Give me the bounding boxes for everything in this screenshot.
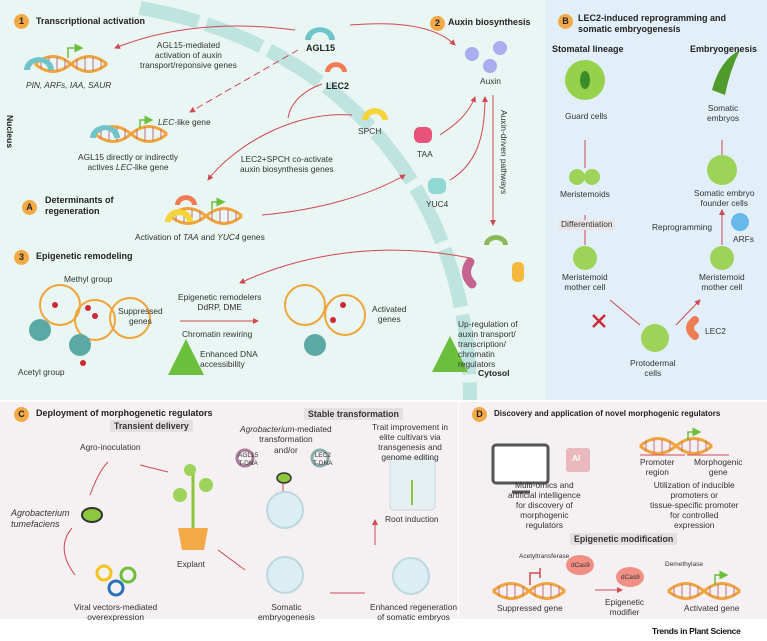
activation-taa-yuc4: Activation of TAA and YUC4 genes xyxy=(135,232,265,242)
agl15-icon xyxy=(305,27,335,40)
yuc4-label: YUC4 xyxy=(426,199,449,209)
monitor-icon xyxy=(491,443,550,485)
mmc-right-label: Meristemoid mother cell xyxy=(699,272,745,292)
stomatal-lineage-label: Stomatal lineage xyxy=(552,44,624,54)
differentiation-label: Differentiation xyxy=(559,219,615,230)
guard-cells-label: Guard cells xyxy=(565,111,608,121)
somatic-embryogenesis-label: Somatic embryogenesis xyxy=(258,602,315,622)
reprogramming-label: Reprogramming xyxy=(652,222,713,232)
methyl-group-label: Methyl group xyxy=(64,274,113,284)
explant-label: Explant xyxy=(177,559,205,569)
suppressed-genes-label: Suppressed genes xyxy=(118,306,163,326)
agro-mediated-label: Agrobacterium-mediated transformation xyxy=(240,424,332,444)
acetyltransferase-label: Acetyltransferase xyxy=(519,553,570,560)
badge-d: D xyxy=(472,407,487,422)
lec-like-gene-label: LEC-like gene xyxy=(158,117,211,127)
determinants-title: Determinants of regeneration xyxy=(45,195,114,216)
enhanced-accessibility-label: Enhanced DNA accessibility xyxy=(200,349,258,369)
viral-vectors-label: Viral vectors-mediated overexpression xyxy=(74,602,158,622)
utilization-label: Utilization of inducible promoters or ti… xyxy=(650,480,739,530)
chromatin-rewiring-label: Chromatin rewiring xyxy=(182,329,253,339)
suppressed-gene-label: Suppressed gene xyxy=(497,603,563,613)
somatic-embryos-label: Somatic embryos xyxy=(707,103,740,123)
epigenetic-modification-label: Epigenetic modification xyxy=(570,533,678,546)
lec2-icon xyxy=(325,62,347,72)
embryogenesis-label: Embryogenesis xyxy=(690,44,758,54)
lec2-tdna-label: LEC2 T-DNA xyxy=(313,452,333,467)
nucleus-cytosol-bg xyxy=(0,0,545,400)
mmc-left-label: Meristemoid mother cell xyxy=(562,272,608,292)
badge-3: 3 xyxy=(14,250,29,265)
panel-c-title: Deployment of morphogenetic regulators xyxy=(36,408,213,418)
lec2-label: LEC2 xyxy=(326,81,350,91)
morphogenic-gene-label: Morphogenic gene xyxy=(694,457,743,477)
root-induction-label: Root induction xyxy=(385,514,439,524)
somatic-embryo-icon xyxy=(712,50,740,95)
pot-icon xyxy=(178,528,208,550)
trait-improvement-label: Trait improvement in elite cultivars via… xyxy=(372,422,449,462)
demethylase-label: Demethylase xyxy=(665,561,703,568)
yuc4-protein-icon xyxy=(428,178,446,194)
enhanced-regeneration-label: Enhanced regeneration of somatic embryos xyxy=(370,602,458,622)
transcriptional-activation-title: Transcriptional activation xyxy=(36,16,146,26)
taa-protein-icon xyxy=(414,127,432,143)
cytosol-label: Cytosol xyxy=(478,368,510,378)
panel-b-title: LEC2-induced reprogramming and somatic e… xyxy=(578,13,727,34)
multiomics-label: Multi-omics and artificial intelligence … xyxy=(508,480,581,530)
epigenetic-modifier-label: Epigenetic modifier xyxy=(605,597,645,617)
dcas9-icon xyxy=(566,555,594,575)
epigenetic-remodeling-title: Epigenetic remodeling xyxy=(36,251,133,261)
co-activate-text: LEC2+SPCH co-activate auxin biosynthesis… xyxy=(240,154,334,174)
agl15-tdna-label: AGL15 T-DNA xyxy=(238,452,259,467)
transient-delivery-label: Transient delivery xyxy=(110,420,193,433)
badge-2: 2 xyxy=(430,16,445,31)
agl15-mediated-text: AGL15-mediated activation of auxin trans… xyxy=(140,40,237,70)
badge-1: 1 xyxy=(14,14,29,29)
agl15-protein-icon xyxy=(24,57,54,70)
founder-cells-label: Somatic embryo founder cells xyxy=(694,188,755,208)
acetyl-group-label: Acetyl group xyxy=(18,367,65,377)
badge-b: B xyxy=(558,14,573,29)
panel-c-bg xyxy=(0,402,458,619)
auxin-label: Auxin xyxy=(480,76,501,86)
badge-c: C xyxy=(14,407,29,422)
panel-d-title: Discovery and application of novel morph… xyxy=(494,409,721,418)
ai-chip-icon: AI xyxy=(572,453,581,463)
badge-a: A xyxy=(22,200,37,215)
nuclear-envelope xyxy=(138,1,477,401)
auxin-biosynthesis-title: Auxin biosynthesis xyxy=(448,17,531,27)
auxin-pathways-label: Auxin-driven pathways xyxy=(498,110,509,195)
lec2-b-label: LEC2 xyxy=(705,326,726,336)
stable-transformation-label: Stable transformation xyxy=(304,408,403,421)
meristemoids-label: Meristemoids xyxy=(560,189,610,199)
activated-genes-label: Activated genes xyxy=(372,304,407,324)
nucleus-label: Nucleus xyxy=(5,115,16,149)
remodelers-text: Epigenetic remodelers DdRP, DME xyxy=(178,292,262,312)
agrobacterium-label: Agrobacterium tumefaciens xyxy=(11,508,70,529)
dcas9-icon xyxy=(616,567,644,587)
spch-label: SPCH xyxy=(358,126,382,136)
agro-inoculation-label: Agro-inoculation xyxy=(80,442,141,452)
dcas9-label-1: dCas9 xyxy=(571,562,590,569)
activated-gene-label: Activated gene xyxy=(684,603,740,613)
and-or-label: and/or xyxy=(274,445,298,455)
agl15-label: AGL15 xyxy=(306,43,336,53)
promoter-region-label: Promoter region xyxy=(640,457,675,477)
protodermal-label: Protodermal cells xyxy=(630,358,676,378)
dcas9-label-2: dCas9 xyxy=(621,574,640,581)
upregulation-text: Up-regulation of auxin transport/ transc… xyxy=(458,319,518,369)
spch-icon xyxy=(362,108,388,120)
genes-list: PIN, ARFs, IAA, SAUR xyxy=(26,80,112,90)
arfs-label: ARFs xyxy=(733,234,754,244)
journal-footer: Trends in Plant Science xyxy=(652,626,741,636)
taa-label: TAA xyxy=(417,149,433,159)
